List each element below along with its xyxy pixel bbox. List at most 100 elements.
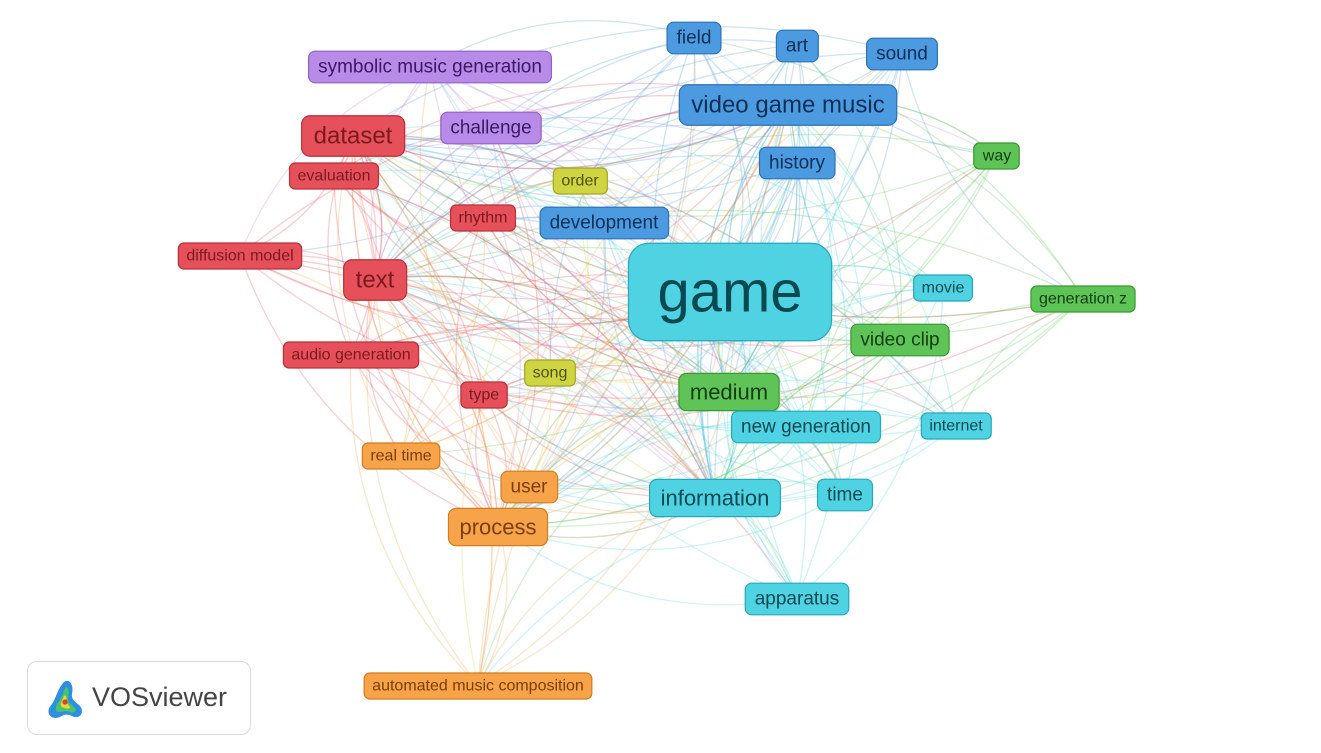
network-link (352, 134, 998, 217)
node-song[interactable]: song (524, 359, 576, 387)
node-challenge[interactable]: challenge (440, 111, 542, 145)
network-link (787, 103, 944, 288)
network-link (350, 353, 530, 487)
node-history[interactable]: history (758, 146, 836, 180)
network-link (352, 103, 789, 170)
node-text[interactable]: text (343, 259, 408, 301)
network-link (370, 65, 431, 280)
node-label: song (533, 365, 568, 382)
node-label: time (827, 485, 863, 506)
network-link (333, 174, 730, 392)
network-link (352, 44, 798, 150)
network-link (477, 493, 846, 686)
node-information[interactable]: information (648, 478, 782, 518)
node-label: video game music (691, 92, 884, 119)
node-label: generation z (1039, 291, 1127, 308)
network-link (349, 353, 479, 686)
node-generation-z[interactable]: generation z (1030, 285, 1136, 313)
network-link (714, 297, 1084, 498)
network-link (333, 174, 485, 395)
network-link (796, 44, 902, 340)
node-internet[interactable]: internet (920, 412, 992, 440)
node-label: text (356, 267, 395, 294)
network-link (549, 286, 944, 384)
node-label: art (786, 36, 809, 57)
node-game[interactable]: game (627, 242, 833, 342)
node-order[interactable]: order (552, 167, 608, 195)
node-field[interactable]: field (666, 21, 722, 55)
node-box (343, 259, 408, 301)
network-link (352, 134, 730, 392)
node-box (552, 167, 608, 195)
node-development[interactable]: development (539, 206, 670, 240)
network-link (374, 44, 798, 280)
node-box (744, 582, 850, 616)
node-box (850, 323, 950, 357)
node-symbolic-music-generation[interactable]: symbolic music generation (307, 50, 553, 84)
network-link (400, 216, 485, 456)
node-user[interactable]: user (500, 470, 559, 504)
node-video-game-music[interactable]: video game music (678, 84, 898, 126)
node-label: rhythm (459, 210, 508, 227)
network-link (352, 103, 789, 170)
network-link (366, 278, 479, 686)
network-link (239, 254, 716, 498)
node-label: symbolic music generation (318, 57, 542, 78)
node-label: challenge (450, 118, 531, 139)
node-box (301, 115, 406, 157)
network-link (490, 39, 798, 128)
node-audio-generation[interactable]: audio generation (282, 341, 420, 369)
network-link (352, 134, 716, 498)
node-box (307, 50, 553, 84)
network-link (728, 154, 998, 392)
network-link (400, 425, 807, 487)
network-link (477, 390, 730, 686)
node-label: development (550, 213, 660, 234)
network-nodes: game video game music field art sound history… (177, 21, 1136, 700)
network-link (239, 254, 730, 399)
node-art[interactable]: art (775, 29, 819, 63)
node-box (524, 359, 576, 387)
node-evaluation[interactable]: evaluation (288, 162, 380, 190)
node-sound[interactable]: sound (866, 37, 938, 71)
node-way[interactable]: way (973, 142, 1020, 170)
node-box (282, 341, 420, 369)
network-link (333, 174, 716, 498)
network-link (400, 221, 605, 456)
node-type[interactable]: type (460, 381, 508, 409)
node-diffusion-model[interactable]: diffusion model (177, 242, 303, 270)
network-link (483, 338, 901, 418)
node-box (500, 470, 559, 504)
node-label: dataset (314, 123, 393, 150)
network-link (497, 338, 901, 527)
node-real-time[interactable]: real time (361, 442, 441, 470)
network-link (239, 254, 944, 350)
node-apparatus[interactable]: apparatus (744, 582, 850, 616)
network-link (787, 103, 901, 340)
node-label: new generation (741, 417, 871, 438)
node-new-generation[interactable]: new generation (730, 410, 882, 444)
node-process[interactable]: process (447, 507, 549, 547)
network-link (429, 65, 552, 373)
node-label: sound (876, 44, 928, 65)
network-link (728, 297, 1084, 398)
node-label: process (459, 515, 536, 540)
network-link (482, 216, 716, 498)
node-movie[interactable]: movie (913, 274, 974, 302)
node-dataset[interactable]: dataset (301, 115, 406, 157)
node-time[interactable]: time (816, 478, 874, 512)
vosviewer-logo-icon (48, 680, 83, 718)
network-link (805, 154, 998, 427)
node-label: game (657, 260, 802, 325)
node-box (648, 478, 782, 518)
node-video-clip[interactable]: video clip (850, 323, 950, 357)
node-medium[interactable]: medium (678, 372, 780, 412)
network-link (549, 371, 798, 599)
node-label: apparatus (755, 589, 840, 610)
node-rhythm[interactable]: rhythm (449, 204, 517, 232)
network-link (374, 278, 944, 347)
node-automated-music-composition[interactable]: automated music composition (363, 672, 593, 700)
network-link (455, 216, 499, 527)
network-link (365, 278, 402, 456)
network-link (350, 328, 730, 392)
